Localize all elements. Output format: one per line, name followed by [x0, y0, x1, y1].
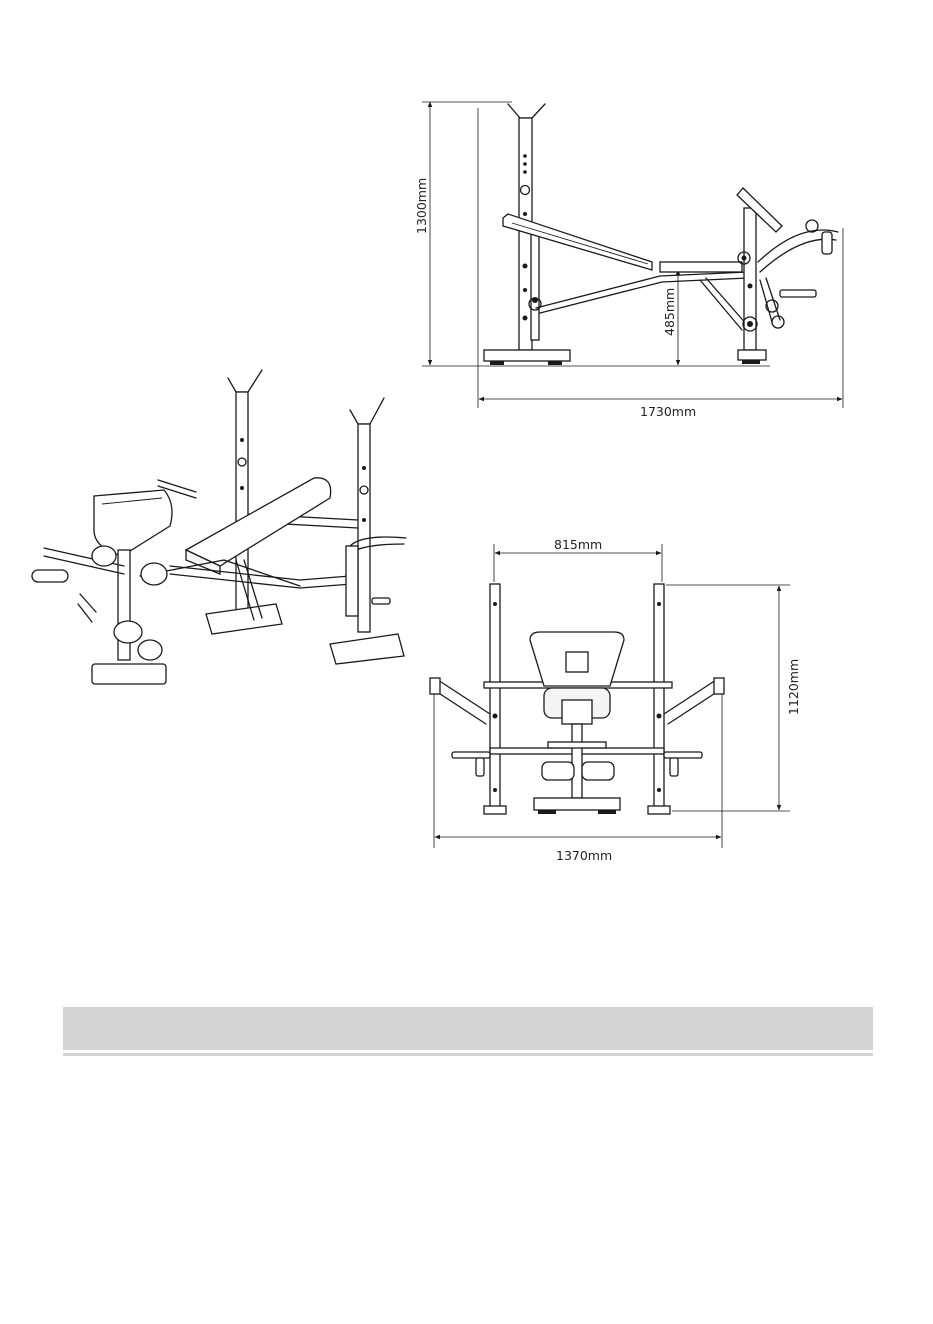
isometric-view-drawing	[32, 370, 406, 684]
dim-label-side-length: 1730mm	[640, 404, 696, 419]
rear-view-drawing	[430, 544, 790, 848]
dim-label-rear-width: 1370mm	[556, 848, 612, 863]
dim-label-seat-height: 485mm	[662, 288, 677, 336]
section-divider	[63, 1053, 873, 1056]
section-header-bar	[63, 1007, 873, 1050]
dim-label-rear-height: 1120mm	[786, 659, 801, 715]
side-view-drawing	[422, 102, 843, 408]
dim-label-side-height: 1300mm	[414, 178, 429, 234]
dim-label-upright-spacing: 815mm	[554, 537, 602, 552]
